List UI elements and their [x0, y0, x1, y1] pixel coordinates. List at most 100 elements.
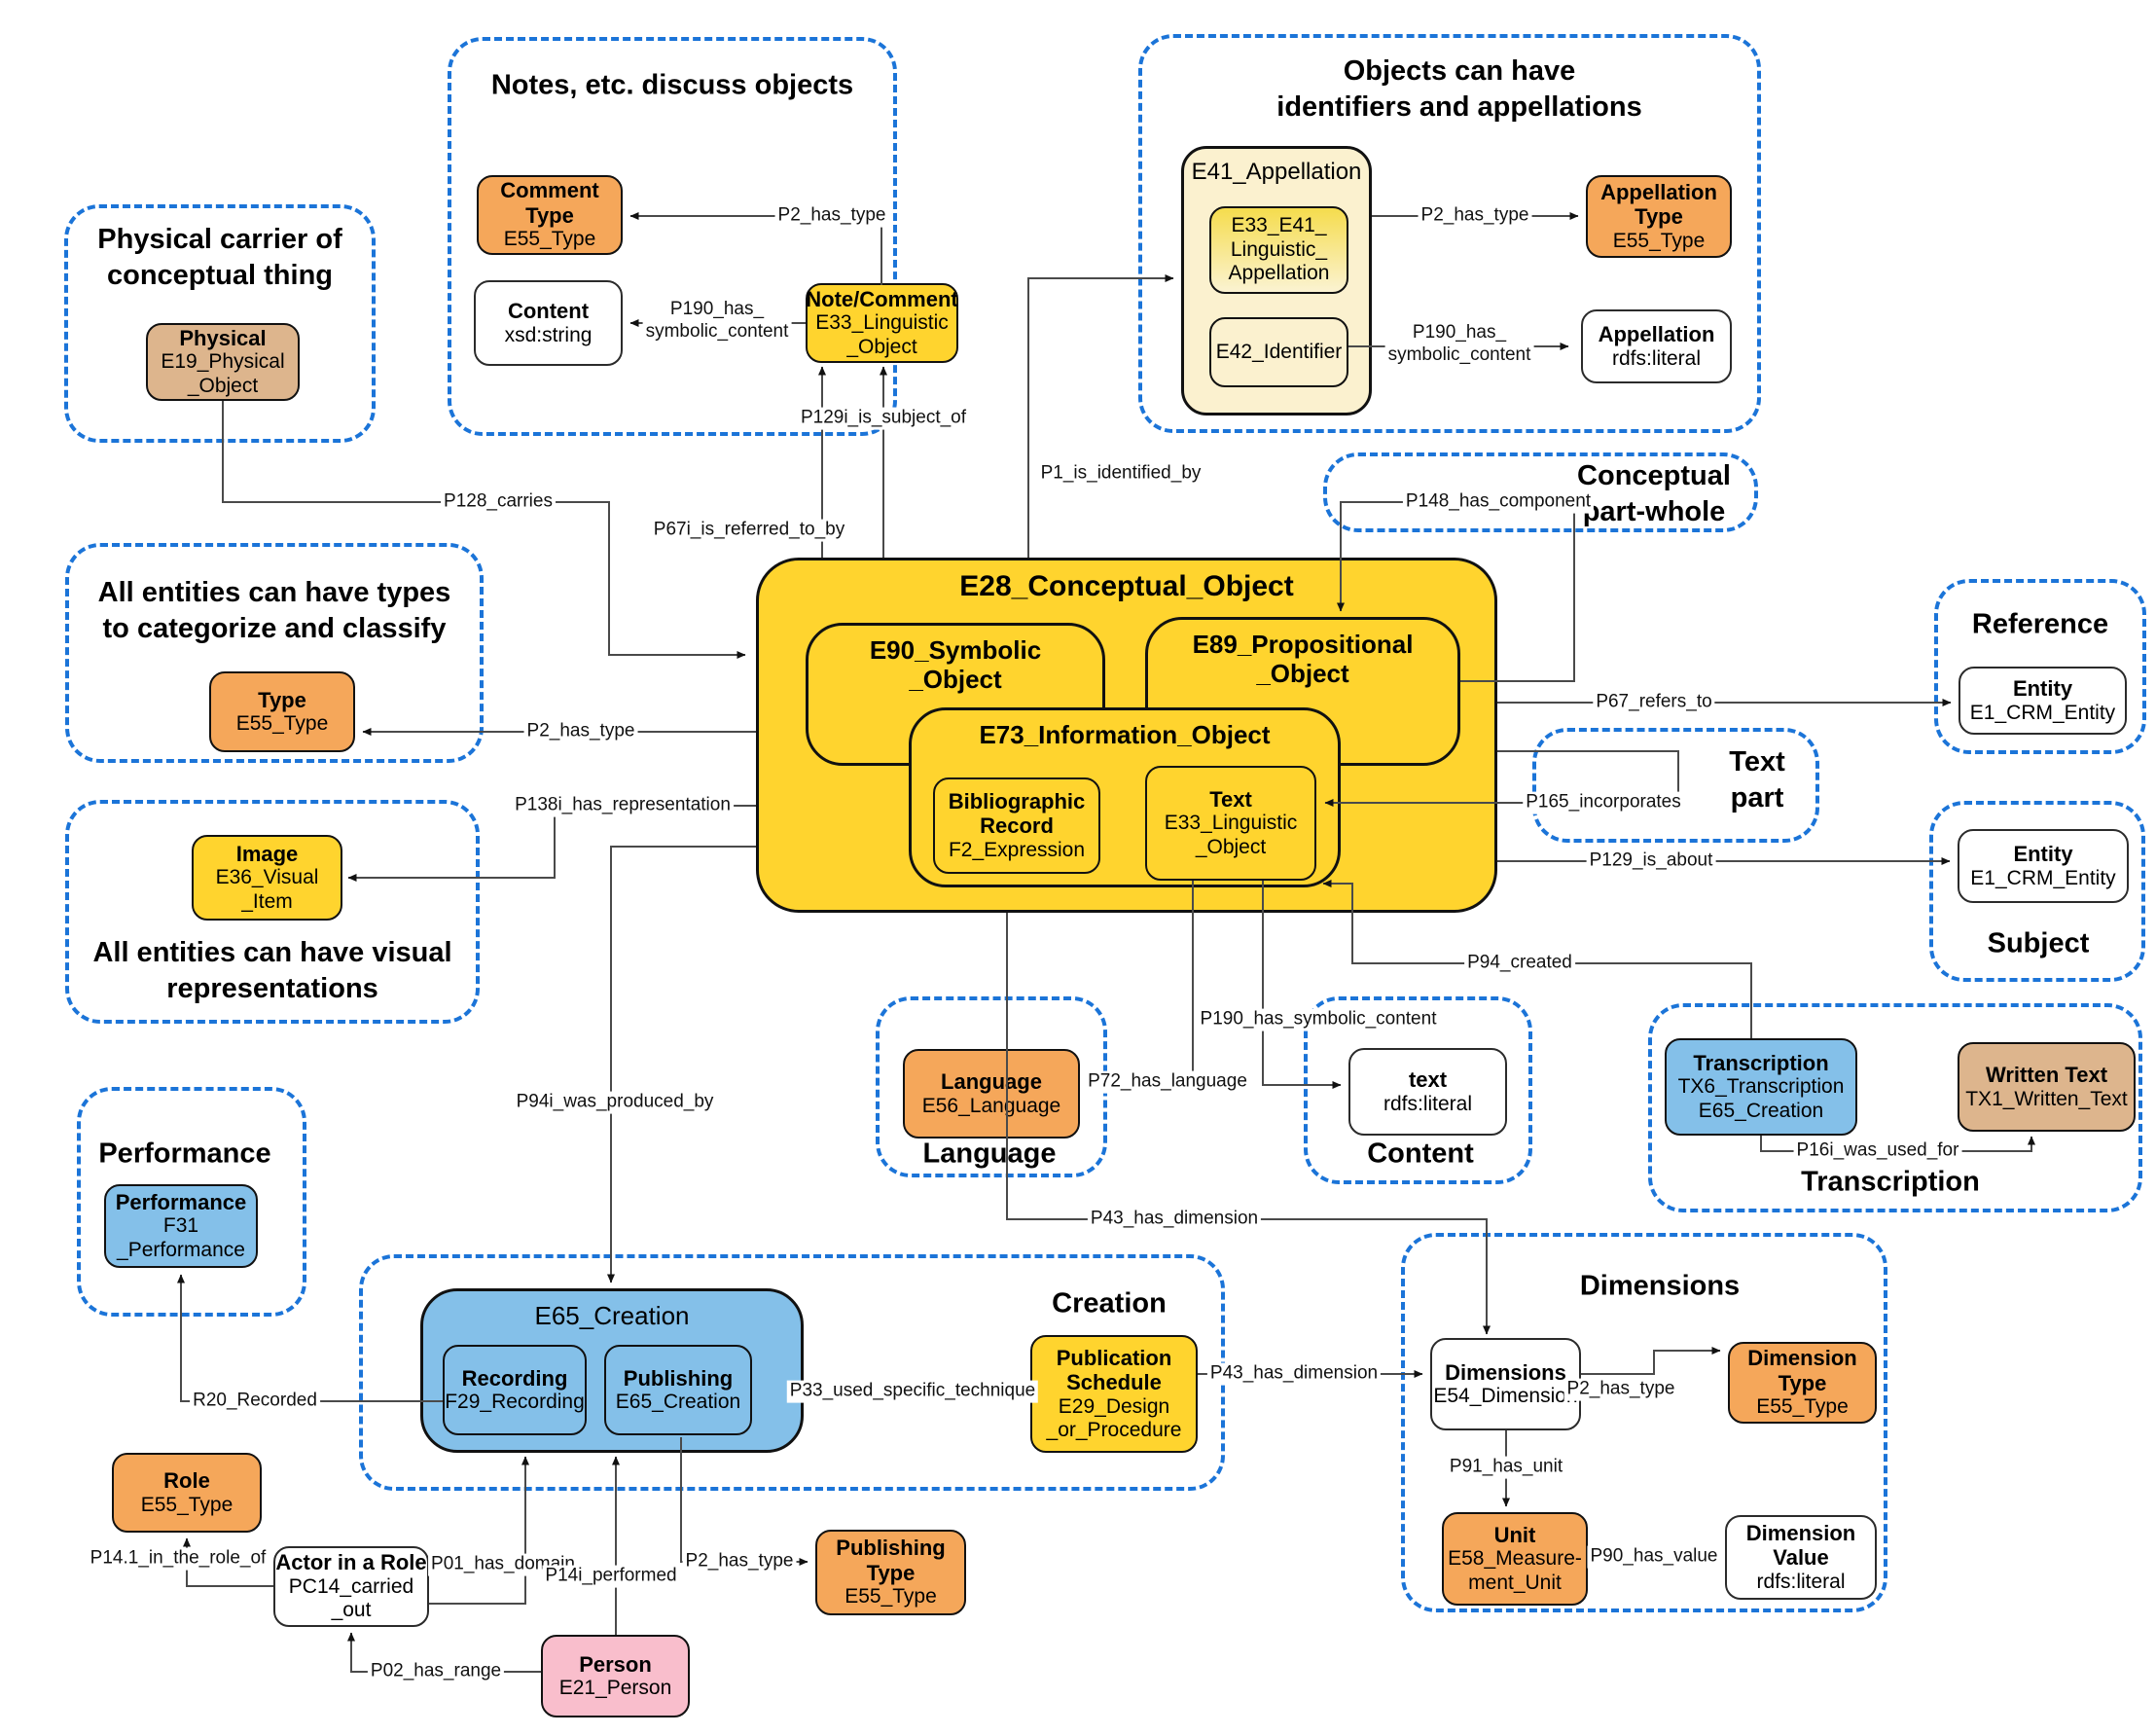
- node-publishing-type-text: E55_Type: [844, 1585, 937, 1608]
- edge-label-p190-has-symbolic-content-text: P190_has_symbolic_content: [1197, 1008, 1440, 1031]
- node-performance-f31-text: _Performance: [117, 1238, 245, 1261]
- node-appellation-type-text: E55_Type: [1612, 229, 1706, 252]
- edge-label-p67-refers-to: P67_refers_to: [1593, 691, 1715, 714]
- group-title-transcription: Transcription: [1801, 1166, 1980, 1198]
- node-transcription-tx6-title: Transcription: [1693, 1050, 1829, 1075]
- node-e33-e41-linguistic-appellation-text: E33_E41_: [1231, 214, 1327, 237]
- node-text-e33-text: _Object: [1195, 835, 1267, 858]
- node-recording-text: F29_Recording: [445, 1391, 585, 1414]
- node-publishing-type-title: Type: [866, 1560, 916, 1585]
- node-dimension-type-text: E55_Type: [1756, 1395, 1849, 1419]
- node-publishing-text: E65_Creation: [615, 1391, 741, 1414]
- edge-p94i-was-produced-by: [607, 846, 756, 1283]
- edge-label-p148-has-component: P148_has_component: [1402, 490, 1595, 514]
- node-image-text: _Item: [241, 889, 293, 913]
- node-image-text: E36_Visual: [215, 866, 319, 889]
- group-title-physical-carrier: Physical carrier of conceptual thing: [97, 223, 342, 291]
- node-dimension-value-title: Value: [1773, 1545, 1829, 1571]
- node-content-xsd-title: Content: [507, 299, 590, 324]
- edge-label-p72-has-language: P72_has_language: [1085, 1070, 1250, 1094]
- node-publication-schedule-text: E29_Design: [1058, 1394, 1170, 1418]
- node-dimension-type-title: Type: [1778, 1370, 1827, 1395]
- edge-label-p2-has-type-dimension: P2_has_type: [1563, 1378, 1678, 1401]
- node-bibliographic-record-title: Bibliographic: [948, 788, 1086, 813]
- edge-label-p14-1-in-the-role-of: P14.1_in_the_role_of: [87, 1547, 270, 1571]
- group-title-visual: All entities can have visual representat…: [92, 936, 452, 1004]
- node-e41-appellation-text: E41_Appellation: [1191, 159, 1362, 185]
- node-comment-type-text: E55_Type: [503, 228, 596, 251]
- node-dimensions-e54-text: E54_Dimension: [1433, 1385, 1578, 1408]
- edge-label-p33-used-specific-technique: P33_used_specific_technique: [786, 1380, 1039, 1403]
- edge-label-p43-has-dimension-text: P43_has_dimension: [1087, 1208, 1262, 1231]
- edge-label-p128-carries: P128_carries: [441, 490, 556, 514]
- edge-label-p14i-performed: P14i_performed: [542, 1565, 680, 1588]
- group-transcription: [1648, 1003, 2142, 1212]
- edge-label-p190-has-symbolic-content-identifier: P190_has_ symbolic_content: [1384, 322, 1534, 367]
- group-reference: [1934, 579, 2146, 754]
- edge-label-p67i-is-referred-to-by: P67i_is_referred_to_by: [650, 519, 848, 542]
- node-dimension-value-title: Dimension: [1745, 1520, 1856, 1545]
- node-entity-reference-text: E1_CRM_Entity: [1969, 701, 2116, 724]
- node-e42-identifier: E42_Identifier: [1209, 317, 1348, 387]
- group-title-identifiers: Objects can have identifiers and appella…: [1276, 54, 1642, 123]
- edge-label-p94i-was-produced-by: P94i_was_produced_by: [513, 1091, 717, 1114]
- node-note-comment-text: _Object: [846, 335, 917, 358]
- node-e33-e41-linguistic-appellation: E33_E41_Linguistic_Appellation: [1209, 206, 1348, 294]
- node-publication-schedule-title: Schedule: [1066, 1370, 1162, 1395]
- node-appellation-type-title: Appellation: [1600, 179, 1717, 204]
- group-title-subject: Subject: [1987, 927, 2090, 959]
- node-actor-in-a-role-text: PC14_carried: [288, 1574, 414, 1598]
- node-e73-information-object-title: E73_Information_Object: [979, 720, 1271, 749]
- node-publishing-type-title: Publishing: [836, 1536, 946, 1561]
- node-e42-identifier-text: E42_Identifier: [1215, 340, 1343, 363]
- node-person-text: E21_Person: [558, 1677, 672, 1700]
- group-title-performance: Performance: [98, 1138, 271, 1170]
- node-language-title: Language: [941, 1069, 1042, 1095]
- edge-label-p1-is-identified-by: P1_is_identified_by: [1037, 462, 1204, 486]
- node-written-text-text: TX1_Written_Text: [1965, 1087, 2128, 1110]
- node-publishing-title: Publishing: [623, 1365, 734, 1391]
- node-e89-propositional-object-title: E89_Propositional: [1192, 630, 1414, 659]
- node-type-text: E55_Type: [235, 712, 329, 736]
- node-dimension-value-text: rdfs:literal: [1756, 1570, 1846, 1593]
- node-entity-reference-title: Entity: [2012, 676, 2073, 702]
- edge-label-p94-created: P94_created: [1464, 952, 1575, 975]
- group-title-dimensions: Dimensions: [1579, 1270, 1741, 1302]
- node-bibliographic-record-text: F2_Expression: [948, 838, 1086, 861]
- node-transcription-tx6-text: TX6_Transcription: [1677, 1075, 1845, 1099]
- edge-label-p02-has-range: P02_has_range: [367, 1660, 505, 1683]
- node-role-text: E55_Type: [140, 1493, 234, 1516]
- edge-label-p2-has-type-note: P2_has_type: [774, 204, 889, 228]
- node-appellation-type-title: Type: [1635, 204, 1683, 230]
- node-entity-subject-title: Entity: [2013, 842, 2073, 867]
- node-written-text-title: Written Text: [1985, 1063, 2108, 1088]
- node-publication-schedule-title: Publication: [1056, 1345, 1172, 1370]
- edge-label-p2-has-type-type: P2_has_type: [523, 720, 638, 743]
- node-e65-creation-text: E65_Creation: [534, 1301, 690, 1330]
- node-bibliographic-record-title: Record: [980, 813, 1054, 839]
- group-visual: [65, 800, 480, 1024]
- node-dimension-type-title: Dimension: [1747, 1346, 1857, 1371]
- node-note-comment-text: E33_Linguistic: [815, 311, 949, 335]
- node-unit-text: ment_Unit: [1468, 1571, 1562, 1594]
